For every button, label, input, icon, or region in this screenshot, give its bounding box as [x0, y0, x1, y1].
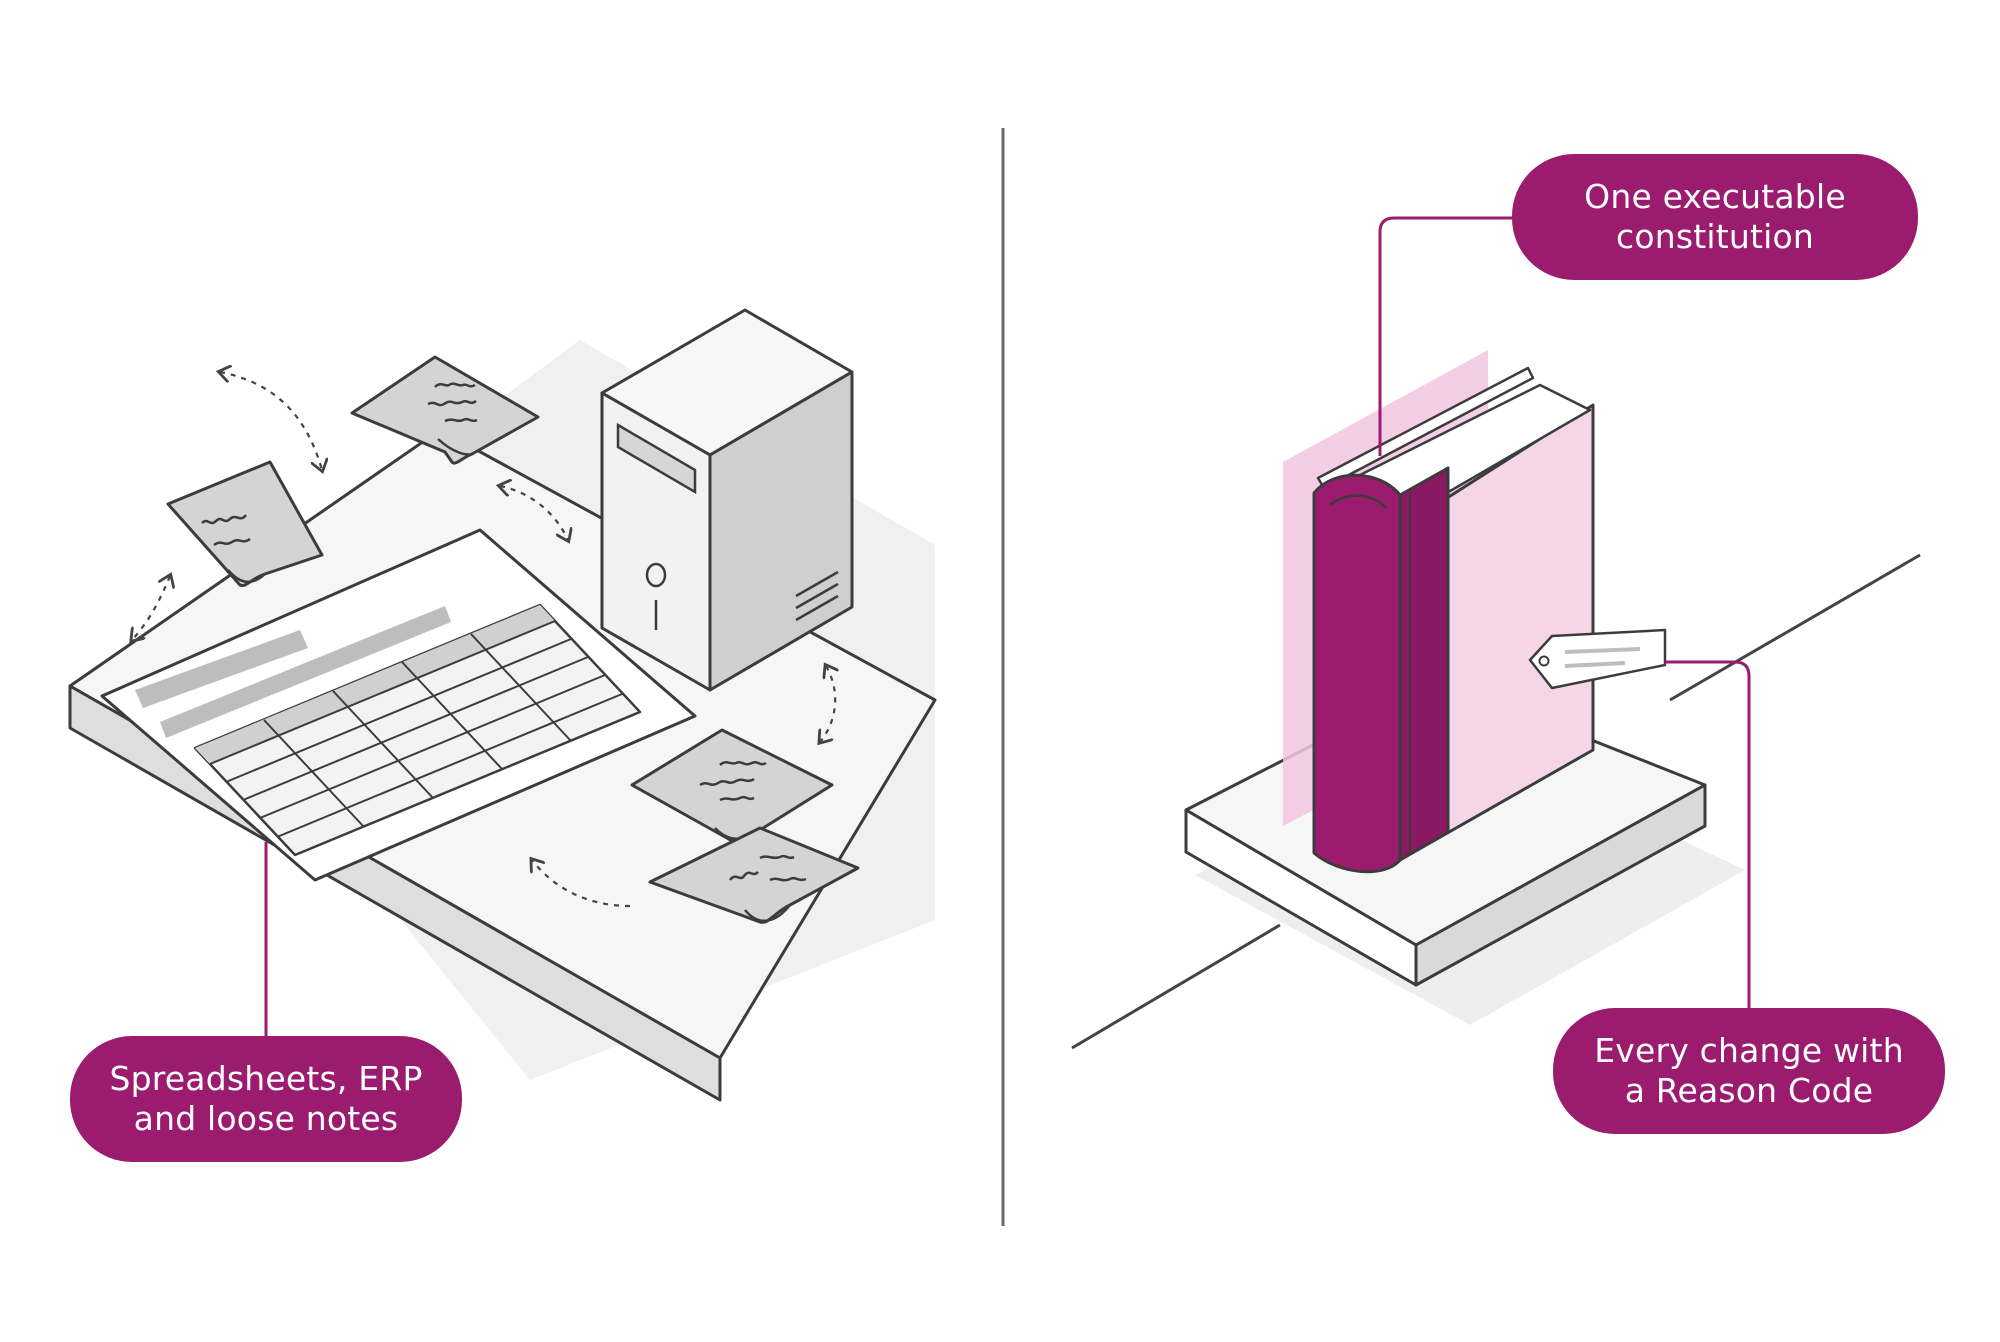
label-executable-constitution-line1: One executable	[1584, 177, 1846, 216]
sync-arrow-icon	[500, 486, 568, 540]
sync-arrow-icon	[220, 372, 322, 470]
leader-line-right	[1665, 660, 1751, 1008]
sync-arrow-icon	[532, 860, 631, 908]
axis-line	[1669, 553, 1921, 702]
sticky-note-icon	[166, 460, 324, 588]
spreadsheet-icon	[100, 528, 697, 882]
right-scene	[1071, 216, 1921, 1050]
label-executable-constitution: One executable constitution	[1512, 154, 1918, 280]
axis-line	[1071, 923, 1281, 1050]
book-icon	[1312, 366, 1595, 874]
label-legacy-systems-line2: and loose notes	[133, 1099, 399, 1138]
sticky-note-icon	[648, 826, 860, 924]
tag-icon	[1528, 628, 1667, 690]
label-legacy-systems-line1: Spreadsheets, ERP	[109, 1059, 423, 1098]
label-reason-code-line1: Every change with	[1594, 1031, 1904, 1070]
server-tower-icon	[600, 308, 854, 692]
label-legacy-systems: Spreadsheets, ERP and loose notes	[70, 1036, 462, 1162]
label-reason-code: Every change with a Reason Code	[1553, 1008, 1945, 1134]
label-executable-constitution-line2: constitution	[1615, 217, 1814, 256]
sticky-note-icon	[350, 355, 540, 465]
leader-line-top	[1378, 216, 1512, 456]
label-reason-code-line2: a Reason Code	[1624, 1071, 1874, 1110]
sync-arrow-icon	[132, 576, 170, 640]
left-scene	[68, 308, 937, 1102]
